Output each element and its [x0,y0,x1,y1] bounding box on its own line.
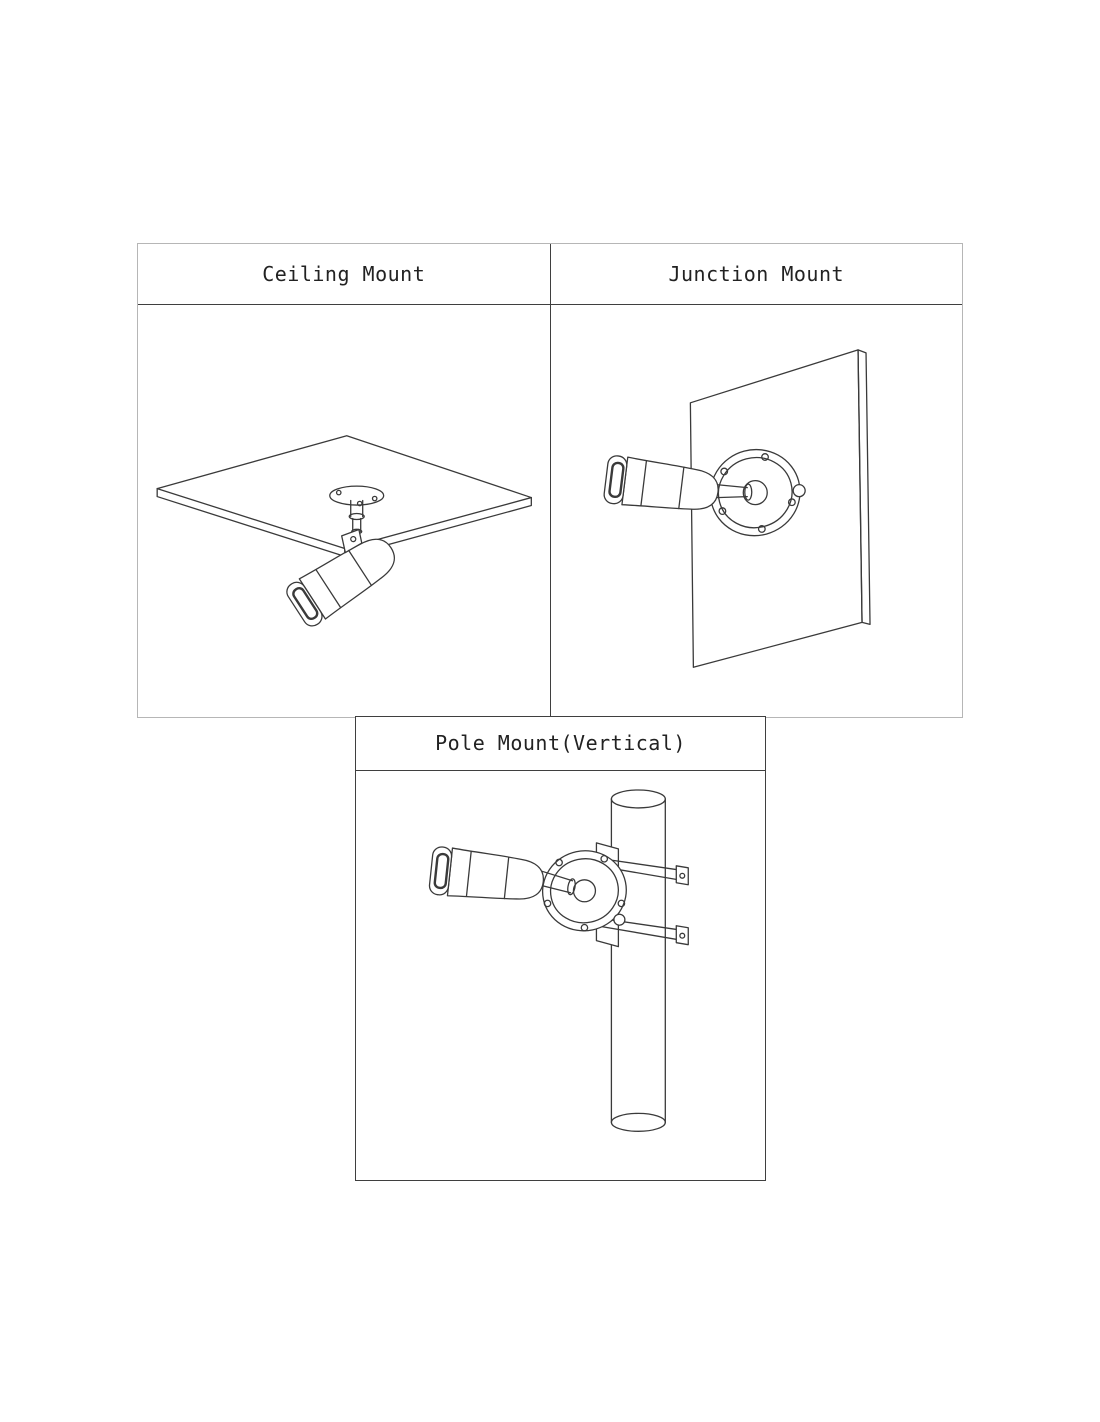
panel-title-pole: Pole Mount(Vertical) [356,717,765,771]
ceiling-mount-base [329,485,385,535]
pole [610,789,666,1132]
camera-body [446,847,545,900]
junction-box [709,448,806,537]
camera-body [298,538,395,620]
panel-title-ceiling: Ceiling Mount [138,244,550,305]
panel-ceiling-mount: Ceiling Mount [138,244,550,717]
panel-body-pole [356,771,765,1180]
camera-drawing [602,455,719,510]
camera-connector [715,483,752,501]
panel-junction-mount: Junction Mount [549,244,963,717]
top-panels-frame: Ceiling Mount [137,243,963,718]
panel-pole-mount: Pole Mount(Vertical) [355,716,766,1181]
camera-front-bezel [286,581,323,627]
pole-mount-illustration [428,789,689,1132]
camera-lens-icon [433,852,450,889]
junction-mount-illustration [602,349,871,668]
camera-lens-icon [607,461,625,498]
ceiling-mount-illustration [156,434,532,627]
camera-drawing [428,846,545,900]
camera-drawing [286,528,395,627]
panel-body-ceiling [138,305,550,717]
camera-body [620,456,719,510]
camera-lens-icon [292,586,319,620]
panel-title-junction: Junction Mount [550,244,962,305]
junction-box [541,849,627,932]
camera-connector [537,869,576,896]
panel-body-junction [551,305,963,717]
